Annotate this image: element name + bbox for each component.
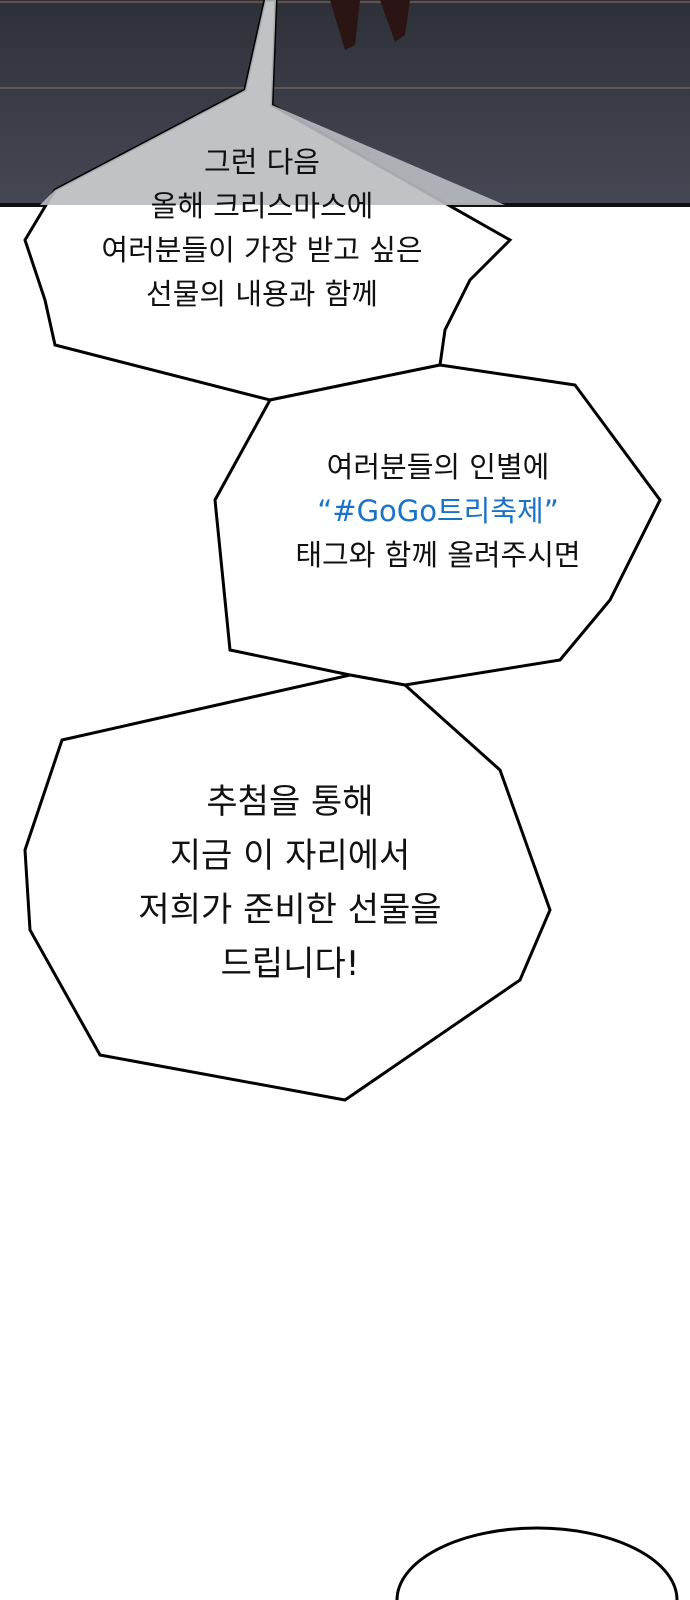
speech-bubble-4 xyxy=(395,1526,679,1600)
line: 선물의 내용과 함께 xyxy=(146,277,378,311)
line: 올해 크리스마스에 xyxy=(150,189,374,223)
legs xyxy=(330,0,410,50)
bubble-1-text: 그런 다음 올해 크리스마스에 여러분들이 가장 받고 싶은 선물의 내용과 함… xyxy=(101,140,422,316)
speech-bubble-1-overlay xyxy=(40,0,505,205)
line: 여러분들의 인별에 xyxy=(326,450,550,484)
bubble-3-text: 추첨을 통해 지금 이 자리에서 저희가 준비한 선물을 드립니다! xyxy=(138,775,441,991)
line: 추첨을 통해 xyxy=(206,782,374,822)
line: 저희가 준비한 선물을 xyxy=(138,890,442,930)
bubble-2-text: 여러분들의 인별에 “#GoGo트리축제” 태그와 함께 올려주시면 xyxy=(295,445,580,577)
speech-bubble-3 xyxy=(23,673,552,1102)
line: 태그와 함께 올려주시면 xyxy=(295,538,581,572)
hashtag: “#GoGo트리축제” xyxy=(317,494,559,528)
line: 여러분들이 가장 받고 싶은 xyxy=(101,233,423,267)
line: 드립니다! xyxy=(220,944,360,984)
line: 그런 다음 xyxy=(204,145,320,179)
line: 지금 이 자리에서 xyxy=(169,836,411,876)
